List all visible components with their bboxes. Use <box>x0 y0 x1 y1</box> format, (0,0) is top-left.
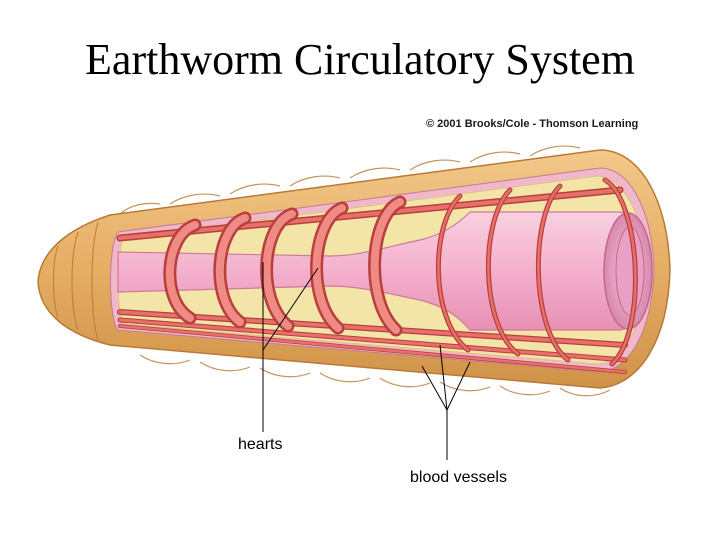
segmental-vessels <box>436 177 638 367</box>
heart-2 <box>213 211 252 329</box>
heart-5 <box>368 195 407 337</box>
hearts-label: hearts <box>238 436 283 453</box>
hearts <box>163 195 407 337</box>
leader-lines <box>262 262 471 460</box>
vessels-leader-3 <box>439 344 448 411</box>
heart-3 <box>260 207 299 333</box>
hearts-leader-2 <box>262 267 319 351</box>
blood-vessels-label: blood vessels <box>410 469 507 486</box>
page-title: Earthworm Circulatory System <box>85 35 635 84</box>
longitudinal-vessels <box>116 186 628 374</box>
vessels-leader-4 <box>446 361 471 411</box>
copyright-notice: © 2001 Brooks/Cole - Thomson Learning <box>426 118 639 130</box>
vessels-leader-2 <box>421 365 448 411</box>
heart-1 <box>163 218 202 325</box>
heart-4 <box>310 201 349 335</box>
